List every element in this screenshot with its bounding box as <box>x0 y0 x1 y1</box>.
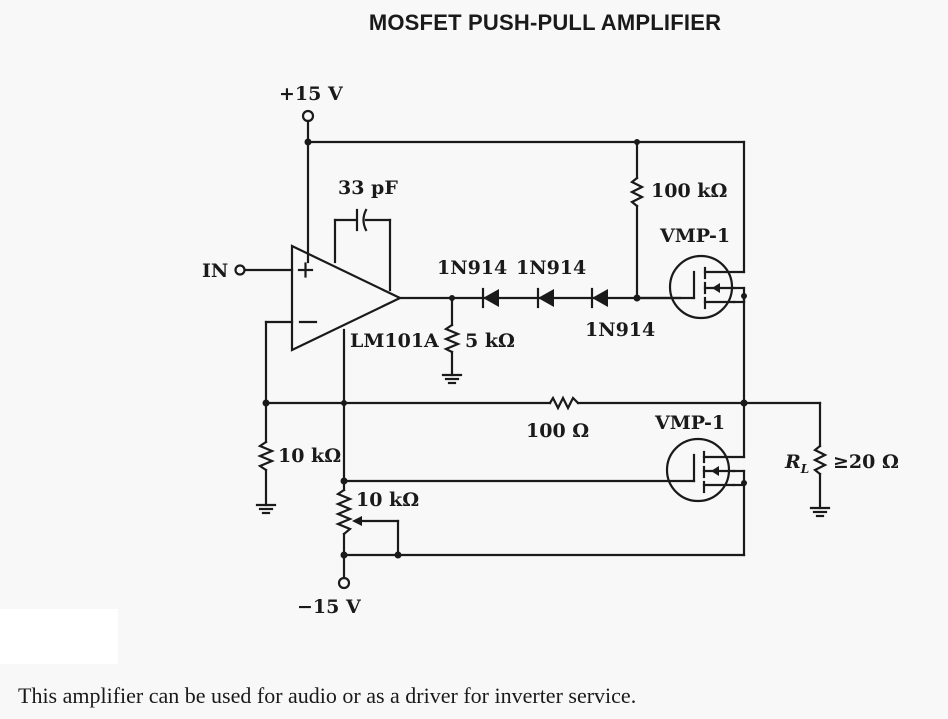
diode2-label: 1N914 <box>516 257 586 279</box>
resistor-100 <box>548 395 822 411</box>
diode-1n914-2 <box>536 287 554 309</box>
rl-value-label: ≥20 Ω <box>833 451 899 473</box>
diode3-label: 1N914 <box>585 319 655 341</box>
r100k-label: 100 kΩ <box>651 180 727 202</box>
load-resistor <box>809 401 831 518</box>
rl-sub: L <box>800 462 809 476</box>
opamp-label: LM101A <box>350 330 439 352</box>
blank-patch <box>0 609 118 664</box>
pot10k-label: 10 kΩ <box>356 489 419 511</box>
diode-1n914-3 <box>590 287 608 309</box>
r100-label: 100 Ω <box>526 420 589 442</box>
input-terminal <box>234 264 294 276</box>
diode-1n914-1 <box>481 287 499 309</box>
qtop-label: VMP-1 <box>659 225 730 247</box>
resistor-10k-feedback <box>255 440 277 515</box>
potentiometer-10k <box>335 479 746 590</box>
mosfet-vmp1-top <box>635 254 747 320</box>
diagram-title: MOSFET PUSH-PULL AMPLIFIER <box>368 10 722 35</box>
capacitor-33pf <box>333 208 392 292</box>
rl-name: R <box>784 451 801 473</box>
qbottom-label: VMP-1 <box>654 412 725 434</box>
mosfet-vmp1-bottom <box>665 437 747 503</box>
resistor-5k <box>443 296 461 377</box>
ground-icon <box>441 373 463 385</box>
vminus-label: −15 V <box>297 596 362 618</box>
opamp-lm101a <box>290 244 403 352</box>
resistor-100k <box>629 140 645 300</box>
caption: This amplifier can be used for audio or … <box>18 683 637 708</box>
r5k-label: 5 kΩ <box>465 330 515 352</box>
feedback-network <box>262 320 552 482</box>
vplus-label: +15 V <box>279 83 344 105</box>
rl-label: RL <box>784 451 809 476</box>
diode1-label: 1N914 <box>437 257 507 279</box>
cap-label: 33 pF <box>338 177 398 199</box>
input-label: IN <box>202 260 228 282</box>
r10k-fb-label: 10 kΩ <box>278 445 341 467</box>
